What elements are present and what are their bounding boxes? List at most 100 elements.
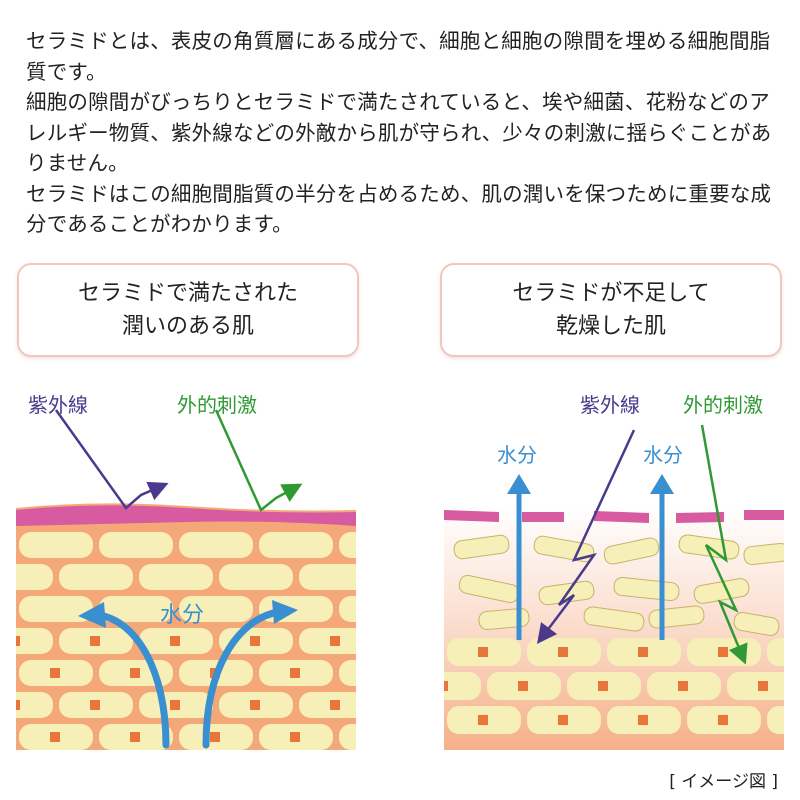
water-arrowhead-right bbox=[272, 600, 298, 624]
cell-nucleus bbox=[478, 715, 488, 725]
broken-surface-layer bbox=[444, 510, 784, 523]
skin-cell bbox=[259, 596, 333, 622]
cell-nucleus bbox=[758, 681, 768, 691]
cell-nucleus bbox=[444, 681, 448, 691]
cell-nucleus bbox=[558, 715, 568, 725]
uv-arrow-reflected bbox=[54, 409, 169, 510]
dry-water-label-2: 水分 bbox=[643, 443, 683, 467]
water-arrow-left bbox=[94, 611, 170, 749]
skin-cell bbox=[339, 596, 356, 622]
surface-fragment bbox=[594, 511, 649, 523]
moist-skin-title-box: セラミドで満たされた 潤いのある肌 bbox=[17, 263, 359, 357]
cell-nucleus bbox=[170, 636, 180, 646]
intro-text: セラミドとは、表皮の角質層にある成分で、細胞と細胞の隙間を埋める細胞間脂質です。… bbox=[26, 26, 778, 240]
uv-arrow-penetrating bbox=[536, 429, 636, 644]
cell-nucleus bbox=[250, 636, 260, 646]
cell-nucleus bbox=[598, 681, 608, 691]
dry-cell-flake bbox=[693, 578, 750, 604]
skin-cell bbox=[99, 596, 173, 622]
cell-nucleus bbox=[678, 681, 688, 691]
cell-nucleus bbox=[558, 647, 568, 657]
moist-uv-label: 紫外線 bbox=[28, 393, 88, 417]
surface-fragment bbox=[744, 510, 784, 520]
cell-nucleus bbox=[290, 732, 300, 742]
skin-cell bbox=[299, 564, 356, 590]
skin-cell bbox=[16, 564, 53, 590]
cell-nucleus bbox=[16, 700, 20, 710]
cell-nucleus bbox=[130, 668, 140, 678]
water-arrow-right bbox=[202, 608, 282, 749]
skin-cell bbox=[299, 692, 356, 718]
stratum-surface-layer bbox=[16, 505, 356, 526]
dry-skin-diagram bbox=[444, 424, 784, 750]
cell-nucleus bbox=[518, 681, 528, 691]
dry-cell-flake bbox=[733, 611, 780, 637]
skin-cell bbox=[444, 672, 481, 700]
cell-nucleus bbox=[210, 732, 220, 742]
cell-nucleus bbox=[170, 700, 180, 710]
cell-nucleus bbox=[478, 647, 488, 657]
moist-water-label: 水分 bbox=[160, 603, 205, 628]
moist-skin-title-line2: 潤いのある肌 bbox=[121, 314, 254, 339]
skin-cell bbox=[299, 628, 356, 654]
cell-nucleus bbox=[718, 647, 728, 657]
surface-fragment bbox=[444, 510, 499, 522]
cell-nucleus bbox=[718, 715, 728, 725]
cell-layers bbox=[16, 532, 356, 750]
skin-cell bbox=[99, 532, 173, 558]
cell-nucleus bbox=[330, 700, 340, 710]
cell-nucleus bbox=[130, 732, 140, 742]
skin-cell bbox=[767, 638, 784, 666]
skin-cell bbox=[19, 596, 93, 622]
cell-nucleus bbox=[90, 700, 100, 710]
intro-paragraph-2: 細胞の隙間がびっちりとセラミドで満たされていると、埃や細菌、花粉などのアレルギー… bbox=[26, 90, 772, 175]
dry-cell-layers bbox=[444, 534, 784, 734]
cell-nucleus bbox=[290, 668, 300, 678]
skin-cell bbox=[179, 532, 253, 558]
cell-nucleus bbox=[250, 700, 260, 710]
intro-paragraph-3: セラミドはこの細胞間脂質の半分を占めるため、肌の潤いを保つために重要な成分である… bbox=[26, 181, 772, 237]
skin-cell bbox=[339, 660, 356, 686]
skin-cell bbox=[139, 564, 213, 590]
cell-nucleus bbox=[638, 647, 648, 657]
dry-cell-flake bbox=[603, 537, 660, 565]
surface-fragment bbox=[522, 512, 564, 522]
dry-cell-flake bbox=[743, 542, 784, 566]
cell-nucleus bbox=[50, 732, 60, 742]
moist-skin-title-line1: セラミドで満たされた bbox=[77, 281, 298, 306]
dry-uv-label: 紫外線 bbox=[580, 393, 640, 417]
external-arrow-penetrating bbox=[700, 424, 748, 665]
surface-fragment bbox=[676, 512, 724, 523]
skin-cell bbox=[16, 692, 53, 718]
skin-cell bbox=[59, 564, 133, 590]
skin-cell bbox=[259, 532, 333, 558]
skin-cell bbox=[219, 564, 293, 590]
water-escape-arrowhead-2 bbox=[650, 474, 674, 494]
skin-cell bbox=[727, 672, 784, 700]
dry-cell-flake bbox=[453, 534, 510, 560]
cell-nucleus bbox=[90, 636, 100, 646]
cell-nucleus bbox=[50, 668, 60, 678]
skin-cell bbox=[339, 724, 356, 750]
cell-nucleus bbox=[16, 636, 20, 646]
dry-cell-flake bbox=[583, 606, 645, 632]
skin-cell bbox=[179, 596, 253, 622]
dry-skin-title-box: セラミドが不足して 乾燥した肌 bbox=[440, 263, 782, 357]
intro-paragraph-1: セラミドとは、表皮の角質層にある成分で、細胞と細胞の隙間を埋める細胞間脂質です。 bbox=[26, 29, 771, 84]
image-caption: [ イメージ図 ] bbox=[669, 772, 778, 792]
cell-nucleus bbox=[330, 636, 340, 646]
dry-cell-flake bbox=[478, 608, 530, 630]
dry-skin-title-line1: セラミドが不足して bbox=[512, 281, 710, 306]
skin-cell bbox=[19, 532, 93, 558]
moist-skin-diagram bbox=[16, 409, 356, 750]
skin-cell bbox=[16, 628, 53, 654]
external-arrow-reflected bbox=[214, 409, 303, 512]
water-arrowhead-left bbox=[78, 602, 106, 628]
dry-external-label: 外的刺激 bbox=[683, 393, 763, 417]
moist-external-label: 外的刺激 bbox=[177, 393, 257, 417]
dry-water-label-1: 水分 bbox=[497, 443, 537, 467]
skin-cell bbox=[339, 532, 356, 558]
cell-nucleus bbox=[638, 715, 648, 725]
dry-skin-title-line2: 乾燥した肌 bbox=[555, 314, 666, 339]
water-escape-arrowhead-1 bbox=[507, 474, 531, 494]
